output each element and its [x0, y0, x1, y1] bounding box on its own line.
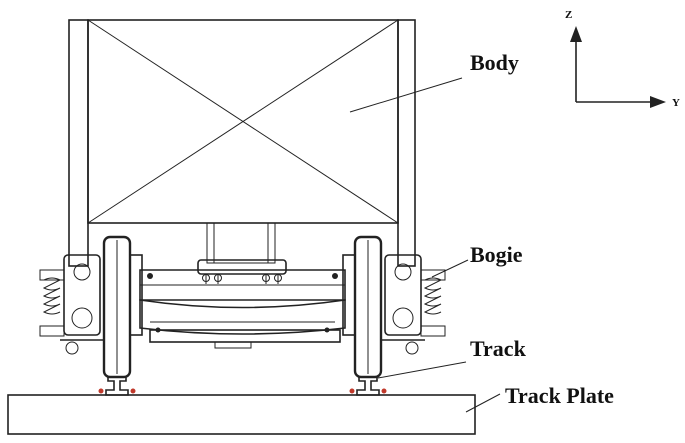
left-axle-box: [63, 254, 101, 336]
z-axis-arrowhead: [570, 26, 582, 42]
right-spring-base: [420, 325, 446, 337]
track-plate-label: Track Plate: [505, 383, 614, 408]
track: [98, 376, 387, 396]
right-wheel-hub: [342, 254, 356, 336]
right-rail: [356, 376, 380, 396]
right-axle-box-bolt: [394, 263, 412, 281]
track-plate: [7, 394, 476, 435]
coordinate-axes: Z Y: [565, 9, 680, 109]
track-plate-leader-line: [465, 393, 501, 413]
left-spring-base: [39, 325, 65, 337]
track-label: Track: [470, 336, 527, 361]
right-rail-clip: [349, 388, 355, 394]
bogie-bolster-top: [197, 259, 287, 275]
link-bolt: [324, 327, 330, 333]
right-spring-cap: [420, 269, 446, 281]
bogie: [39, 222, 446, 379]
left-rail-clip: [130, 388, 136, 394]
left-spring-cap: [39, 269, 65, 281]
bogie-label: Bogie: [470, 242, 523, 267]
left-rail-clip: [98, 388, 104, 394]
bogie-center-bracket: [206, 222, 276, 264]
body-cross-line-2: [87, 19, 399, 224]
link-bolt: [155, 327, 161, 333]
left-lower-pivot: [65, 341, 79, 355]
y-axis-label: Y: [672, 97, 680, 109]
left-axle-box-bolt: [71, 307, 93, 329]
body-right-post: [397, 19, 416, 267]
bogie-bottom-plate: [214, 341, 252, 349]
link-bolt: [332, 273, 338, 279]
right-spring: [423, 277, 443, 315]
left-wheel-hub: [129, 254, 143, 336]
left-spring: [42, 277, 62, 315]
body-label: Body: [470, 50, 519, 75]
track-leader-line: [377, 361, 467, 379]
left-rail: [105, 376, 129, 396]
z-axis-label: Z: [565, 9, 572, 21]
body-left-post: [68, 19, 89, 267]
link-bolt: [147, 273, 153, 279]
right-axle-box: [384, 254, 422, 336]
y-axis-arrowhead: [650, 96, 666, 108]
bogie-leader-line: [431, 259, 469, 278]
right-axle-box-bolt: [392, 307, 414, 329]
body-leader-line: [349, 77, 463, 113]
left-axle-box-bolt: [73, 263, 91, 281]
right-lower-pivot: [405, 341, 419, 355]
car-body: [68, 19, 416, 267]
bogie-crossbeam-lower: [139, 299, 346, 335]
right-rail-clip: [381, 388, 387, 394]
